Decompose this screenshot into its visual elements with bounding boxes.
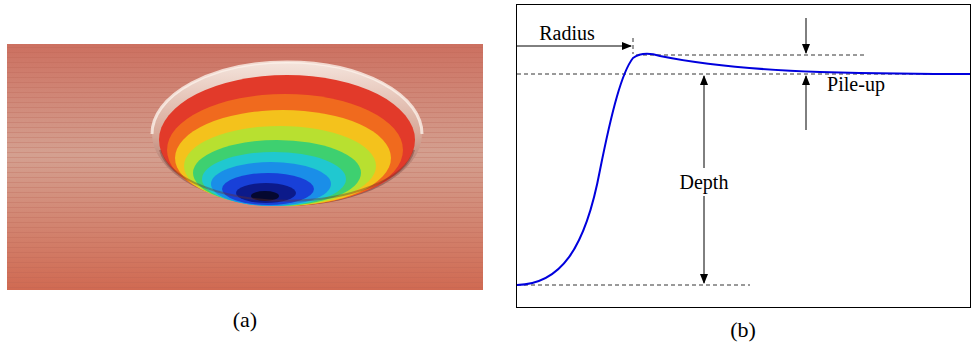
surface-texture [7, 44, 483, 290]
dimension-label: Pile-up [827, 74, 885, 94]
reference-lines [517, 38, 970, 285]
dimension-label: Depth [677, 170, 732, 194]
indent [152, 62, 422, 206]
depth-arrow [704, 76, 705, 168]
profile-curve [517, 54, 970, 285]
dimension-label: Radius [539, 23, 595, 43]
plot-frame [517, 5, 971, 308]
panel-label: (a) [233, 309, 257, 331]
pileup-arrow [806, 18, 807, 53]
pileup-arrow [806, 76, 807, 130]
surface [7, 44, 483, 290]
radius-arrow [517, 46, 631, 47]
depth-arrow [704, 196, 705, 283]
panel-label: (b) [730, 319, 756, 341]
